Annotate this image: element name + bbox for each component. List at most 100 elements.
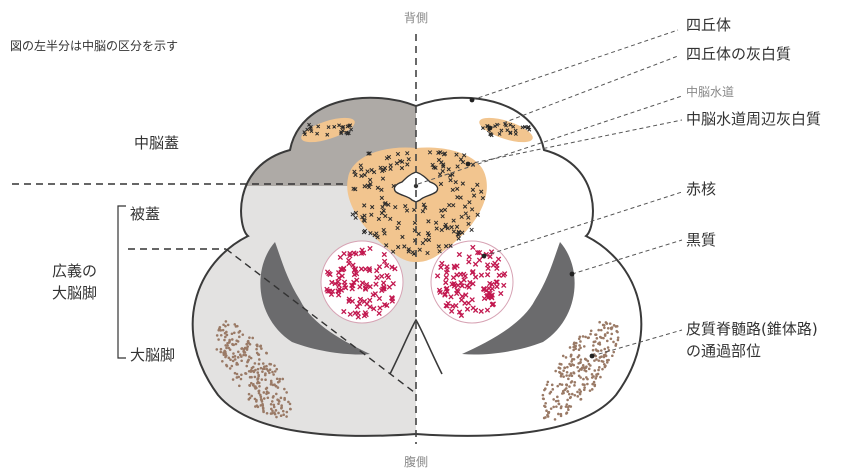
texture-dot: [227, 324, 230, 327]
texture-dot: [610, 333, 613, 336]
texture-dot: [267, 392, 270, 395]
texture-dot: [595, 358, 598, 361]
texture-dot: [547, 381, 550, 384]
texture-dot: [589, 389, 592, 392]
texture-dot: [225, 347, 228, 350]
texture-dot: [562, 355, 565, 358]
texture-dot: [570, 355, 573, 358]
texture-dot: [285, 391, 288, 394]
texture-dot: [571, 374, 574, 377]
texture-dot: [233, 331, 236, 334]
texture-dot: [257, 406, 260, 409]
texture-dot: [592, 375, 595, 378]
texture-dot: [265, 352, 268, 355]
texture-dot: [245, 372, 248, 375]
texture-dot: [602, 360, 605, 363]
texture-dot: [601, 368, 604, 371]
caption-text: 図の左半分は中脳の区分を示す: [10, 38, 178, 53]
texture-dot: [263, 367, 266, 370]
texture-dot: [597, 369, 600, 372]
texture-dot: [271, 409, 274, 412]
texture-dot: [231, 338, 234, 341]
texture-dot: [550, 391, 553, 394]
texture-dot: [255, 344, 258, 347]
texture-dot: [568, 405, 571, 408]
texture-dot: [591, 373, 594, 376]
texture-dot: [262, 362, 265, 365]
texture-dot: [220, 348, 223, 351]
texture-dot: [610, 328, 613, 331]
texture-dot: [574, 381, 577, 384]
texture-dot: [272, 373, 275, 376]
texture-dot: [600, 336, 603, 339]
texture-dot: [568, 374, 571, 377]
texture-dot: [241, 333, 244, 336]
texture-dot: [243, 351, 246, 354]
texture-dot: [267, 396, 270, 399]
texture-dot: [250, 369, 253, 372]
texture-dot: [261, 378, 264, 381]
texture-dot: [265, 387, 268, 390]
texture-dot: [588, 368, 591, 371]
texture-dot: [275, 393, 278, 396]
texture-dot: [545, 409, 548, 412]
texture-dot: [254, 405, 257, 408]
texture-dot: [258, 385, 261, 388]
texture-dot: [252, 384, 255, 387]
texture-dot: [610, 337, 613, 340]
texture-dot: [576, 391, 579, 394]
texture-dot: [571, 393, 574, 396]
texture-dot: [232, 360, 235, 363]
texture-dot: [231, 332, 234, 335]
texture-dot: [570, 372, 573, 375]
texture-dot: [599, 376, 602, 379]
texture-dot: [234, 355, 237, 358]
texture-dot: [260, 399, 263, 402]
texture-dot: [263, 397, 266, 400]
texture-dot: [226, 365, 229, 368]
texture-dot: [578, 388, 581, 391]
texture-dot: [546, 383, 549, 386]
texture-dot: [576, 366, 579, 369]
texture-dot: [568, 385, 571, 388]
texture-dot: [603, 348, 606, 351]
texture-dot: [571, 380, 574, 383]
texture-dot: [566, 399, 569, 402]
texture-dot: [570, 360, 573, 363]
texture-dot: [556, 396, 559, 399]
texture-dot: [616, 331, 619, 334]
texture-dot: [580, 358, 583, 361]
texture-dot: [262, 409, 265, 412]
texture-dot: [261, 370, 264, 373]
texture-dot: [257, 377, 260, 380]
texture-dot: [248, 355, 251, 358]
texture-mark: [470, 228, 474, 232]
texture-dot: [274, 370, 277, 373]
texture-dot: [221, 360, 224, 363]
texture-dot: [583, 369, 586, 372]
texture-dot: [255, 348, 258, 351]
texture-dot: [587, 336, 590, 339]
texture-dot: [224, 344, 227, 347]
texture-dot: [259, 345, 262, 348]
texture-dot: [576, 395, 579, 398]
texture-dot: [237, 376, 240, 379]
texture-dot: [551, 384, 554, 387]
texture-dot: [561, 392, 564, 395]
texture-dot: [224, 352, 227, 355]
texture-dot: [220, 334, 223, 337]
texture-dot: [257, 374, 260, 377]
texture-dot: [593, 381, 596, 384]
texture-dot: [579, 340, 582, 343]
texture-dot: [573, 342, 576, 345]
texture-dot: [285, 415, 288, 418]
texture-dot: [264, 378, 267, 381]
texture-dot: [600, 349, 603, 352]
texture-dot: [258, 353, 261, 356]
texture-dot: [568, 363, 571, 366]
texture-dot: [595, 348, 598, 351]
texture-dot: [218, 327, 221, 330]
texture-dot: [223, 339, 226, 342]
texture-dot: [544, 405, 547, 408]
texture-dot: [552, 398, 555, 401]
